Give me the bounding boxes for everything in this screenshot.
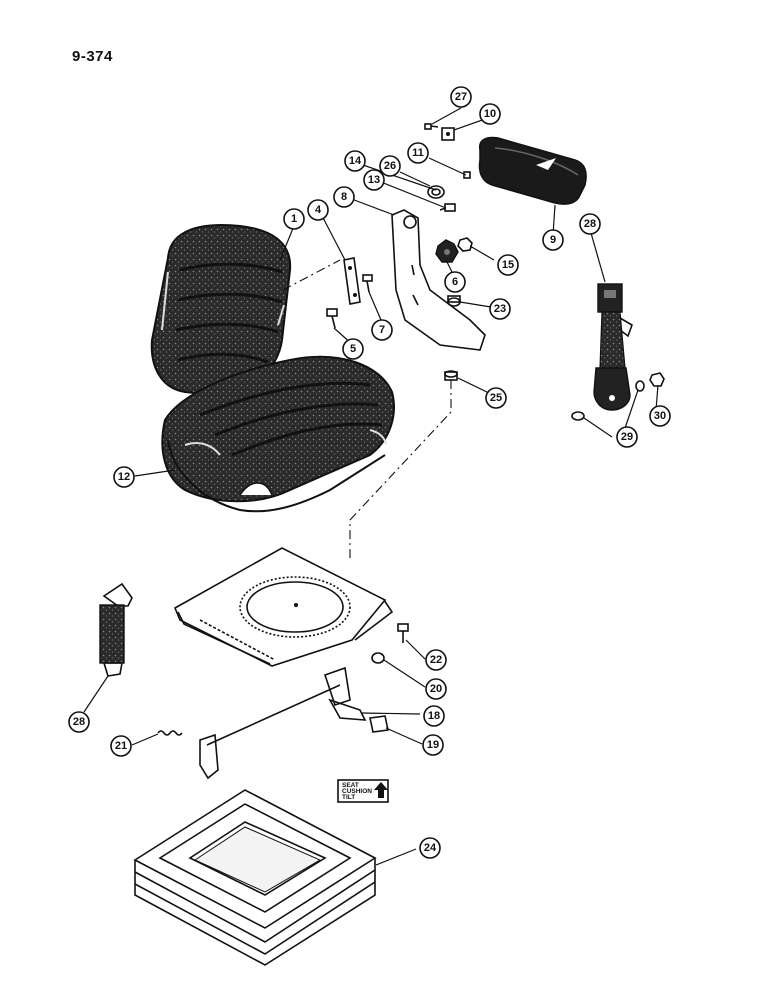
svg-text:13: 13 (368, 174, 380, 186)
seat-back (150, 224, 292, 397)
svg-text:23: 23 (494, 303, 506, 315)
callout-7: 7 (371, 319, 393, 341)
side-bracket (391, 209, 486, 351)
svg-text:28: 28 (73, 716, 85, 728)
callout-15: 15 (497, 254, 519, 276)
bolt-5 (326, 308, 338, 329)
bolt-22 (397, 623, 409, 643)
screw-27 (424, 123, 439, 130)
spring-21 (157, 730, 183, 736)
screw-11 (463, 171, 471, 179)
washer-29 (571, 380, 645, 421)
seat-belt-buckle (593, 283, 633, 411)
decal-line-3: TILT (342, 794, 355, 801)
nut-23 (447, 295, 461, 307)
callout-18: 18 (423, 705, 445, 727)
seat-cushion-tilt-decal: SEAT CUSHION TILT (337, 779, 389, 803)
swivel-plate (173, 547, 394, 667)
callout-13: 13 (363, 169, 385, 191)
label-19 (369, 715, 389, 733)
decal-line-1: SEAT (342, 782, 359, 789)
callout-22: 22 (425, 649, 447, 671)
decal-line-2: CUSHION (342, 788, 372, 795)
svg-text:5: 5 (350, 343, 356, 355)
callout-28-left: 28 (68, 711, 90, 733)
nut-15 (457, 237, 473, 252)
callout-27: 27 (450, 86, 472, 108)
seat-belt-anchor (99, 582, 133, 677)
svg-text:18: 18 (428, 710, 440, 722)
svg-text:15: 15 (502, 259, 514, 271)
leader-lines (83, 107, 659, 866)
callout-29: 29 (616, 426, 638, 448)
svg-text:25: 25 (490, 392, 502, 404)
callout-28-right: 28 (579, 213, 601, 235)
seat-cushion (161, 355, 395, 513)
armrest (478, 136, 587, 205)
callout-19: 19 (422, 734, 444, 756)
callout-5: 5 (342, 338, 364, 360)
spacer-25 (444, 370, 458, 381)
svg-text:9: 9 (550, 234, 556, 246)
nut-30 (649, 372, 665, 387)
svg-text:11: 11 (412, 147, 424, 159)
svg-text:26: 26 (384, 160, 396, 172)
callout-8: 8 (333, 186, 355, 208)
svg-text:10: 10 (484, 108, 496, 120)
svg-text:7: 7 (379, 324, 385, 336)
callout-11: 11 (407, 142, 429, 164)
hinge-strip (343, 257, 361, 305)
callout-24: 24 (419, 837, 441, 859)
bolt-7 (362, 274, 373, 293)
svg-text:29: 29 (621, 431, 633, 443)
callout-25: 25 (485, 387, 507, 409)
assembly-lines (282, 259, 452, 560)
svg-text:22: 22 (430, 654, 442, 666)
callout-26: 26 (379, 155, 401, 177)
svg-text:4: 4 (315, 204, 322, 216)
svg-text:21: 21 (115, 740, 127, 752)
svg-text:28: 28 (584, 218, 596, 230)
svg-text:14: 14 (349, 155, 362, 167)
tilt-rod (199, 666, 367, 780)
suspension-bellows (133, 789, 377, 966)
callout-9: 9 (542, 229, 564, 251)
svg-text:12: 12 (118, 471, 130, 483)
callout-1: 1 (283, 208, 305, 230)
svg-text:8: 8 (341, 191, 347, 203)
svg-text:19: 19 (427, 739, 439, 751)
svg-text:27: 27 (455, 91, 467, 103)
screw-13 (439, 203, 456, 212)
clip-10 (441, 127, 455, 141)
callout-12: 12 (113, 466, 135, 488)
svg-text:1: 1 (291, 213, 297, 225)
callout-21: 21 (110, 735, 132, 757)
svg-text:20: 20 (430, 683, 442, 695)
knob (435, 239, 459, 263)
callout-20: 20 (425, 678, 447, 700)
callout-30: 30 (649, 405, 671, 427)
callout-23: 23 (489, 298, 511, 320)
washer-26 (427, 185, 445, 199)
page-number: 9-374 (72, 48, 113, 65)
callout-14: 14 (344, 150, 366, 172)
callout-6: 6 (444, 271, 466, 293)
callout-10: 10 (479, 103, 501, 125)
svg-text:6: 6 (452, 276, 458, 288)
nut-20 (371, 652, 385, 664)
svg-text:30: 30 (654, 410, 666, 422)
callout-4: 4 (307, 199, 329, 221)
svg-text:24: 24 (424, 842, 437, 854)
